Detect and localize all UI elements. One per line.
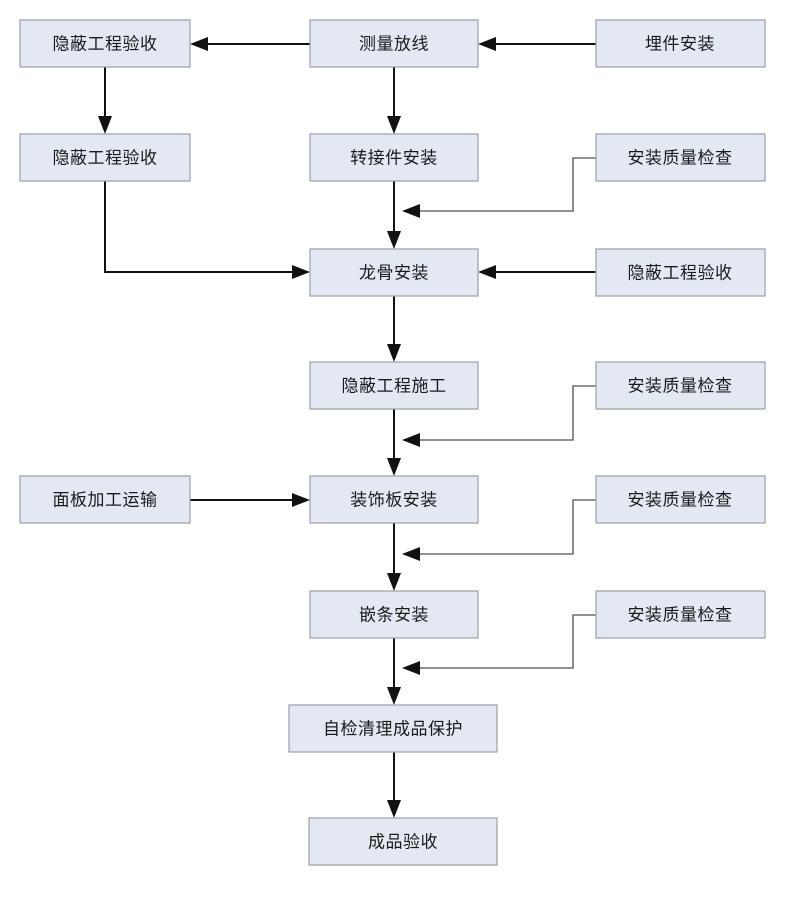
node-anzhuang-zhiliang-jiancha-1[interactable]: 安装质量检查 [595, 133, 766, 182]
edge-maijian-to-celiang [478, 37, 596, 51]
node-label: 测量放线 [359, 34, 429, 53]
edge-zhuanjiejian-to-longgu [387, 181, 401, 249]
node-label: 龙骨安装 [359, 263, 429, 282]
node-yinbi-gongcheng-yanshou-2[interactable]: 隐蔽工程验收 [19, 133, 191, 182]
node-label: 隐蔽工程施工 [342, 376, 447, 395]
node-yinbi-gongcheng-shigong[interactable]: 隐蔽工程施工 [309, 361, 479, 410]
edge-yinbi1-to-yinbi2 [98, 67, 112, 134]
node-anzhuang-zhiliang-jiancha-4[interactable]: 安装质量检查 [595, 590, 766, 639]
node-longgu-anzhuang[interactable]: 龙骨安装 [309, 248, 479, 297]
node-label: 成品验收 [368, 832, 438, 851]
edge-zhuangshiban-to-qiantiao [387, 523, 401, 591]
node-label: 埋件安装 [645, 34, 715, 53]
edge-layer [98, 37, 596, 818]
node-label: 隐蔽工程验收 [53, 148, 158, 167]
edge-yinbi3-to-longgu [478, 265, 596, 279]
node-anzhuang-zhiliang-jiancha-2[interactable]: 安装质量检查 [595, 361, 766, 410]
node-label: 自检清理成品保护 [323, 719, 463, 738]
node-zhuanjiejian-anzhuang[interactable]: 转接件安装 [309, 133, 479, 182]
edge-celiang-to-yinbi1 [190, 37, 310, 51]
edge-celiang-to-zhuanjiejian [387, 67, 401, 134]
edge-yinbi2-to-longgu [104, 181, 310, 279]
edge-longgu-to-yinbishigong [387, 296, 401, 362]
edge-zijian-to-chengpin [387, 752, 401, 818]
edge-quality3-feedback [402, 499, 596, 561]
node-qiantiao-anzhuang[interactable]: 嵌条安装 [309, 590, 479, 639]
node-maijian-anzhuang[interactable]: 埋件安装 [595, 19, 766, 68]
node-label: 安装质量检查 [628, 490, 733, 509]
node-zhuangshiban-anzhuang[interactable]: 装饰板安装 [309, 475, 479, 524]
node-label: 安装质量检查 [628, 376, 733, 395]
node-mianban-jiagong-yunshu[interactable]: 面板加工运输 [19, 475, 191, 524]
edge-quality2-feedback [402, 385, 596, 447]
node-label: 嵌条安装 [359, 605, 429, 624]
edge-yinbishigong-to-zhuangshiban [387, 409, 401, 476]
edge-mianban-to-zhuangshiban [190, 493, 310, 507]
node-celiang-fangxian[interactable]: 测量放线 [309, 19, 479, 68]
node-label: 安装质量检查 [628, 148, 733, 167]
node-label: 装饰板安装 [350, 490, 438, 509]
node-chengpin-yanshou[interactable]: 成品验收 [308, 817, 498, 866]
node-label: 安装质量检查 [628, 605, 733, 624]
node-layer: 隐蔽工程验收 测量放线 埋件安装 隐蔽工程验收 转接件安装 安装质量检查 [19, 19, 766, 866]
node-anzhuang-zhiliang-jiancha-3[interactable]: 安装质量检查 [595, 475, 766, 524]
edge-quality1-feedback [402, 157, 596, 218]
edge-quality4-feedback [402, 614, 596, 675]
node-label: 面板加工运输 [53, 490, 158, 509]
edge-qiantiao-to-zijian [387, 638, 401, 705]
node-yinbi-gongcheng-yanshou-1[interactable]: 隐蔽工程验收 [19, 19, 191, 68]
node-label: 转接件安装 [350, 148, 438, 167]
node-label: 隐蔽工程验收 [53, 34, 158, 53]
node-zijian-qingli-chengpin-baohu[interactable]: 自检清理成品保护 [288, 704, 498, 753]
node-label: 隐蔽工程验收 [628, 263, 733, 282]
node-yinbi-gongcheng-yanshou-3[interactable]: 隐蔽工程验收 [595, 248, 766, 297]
